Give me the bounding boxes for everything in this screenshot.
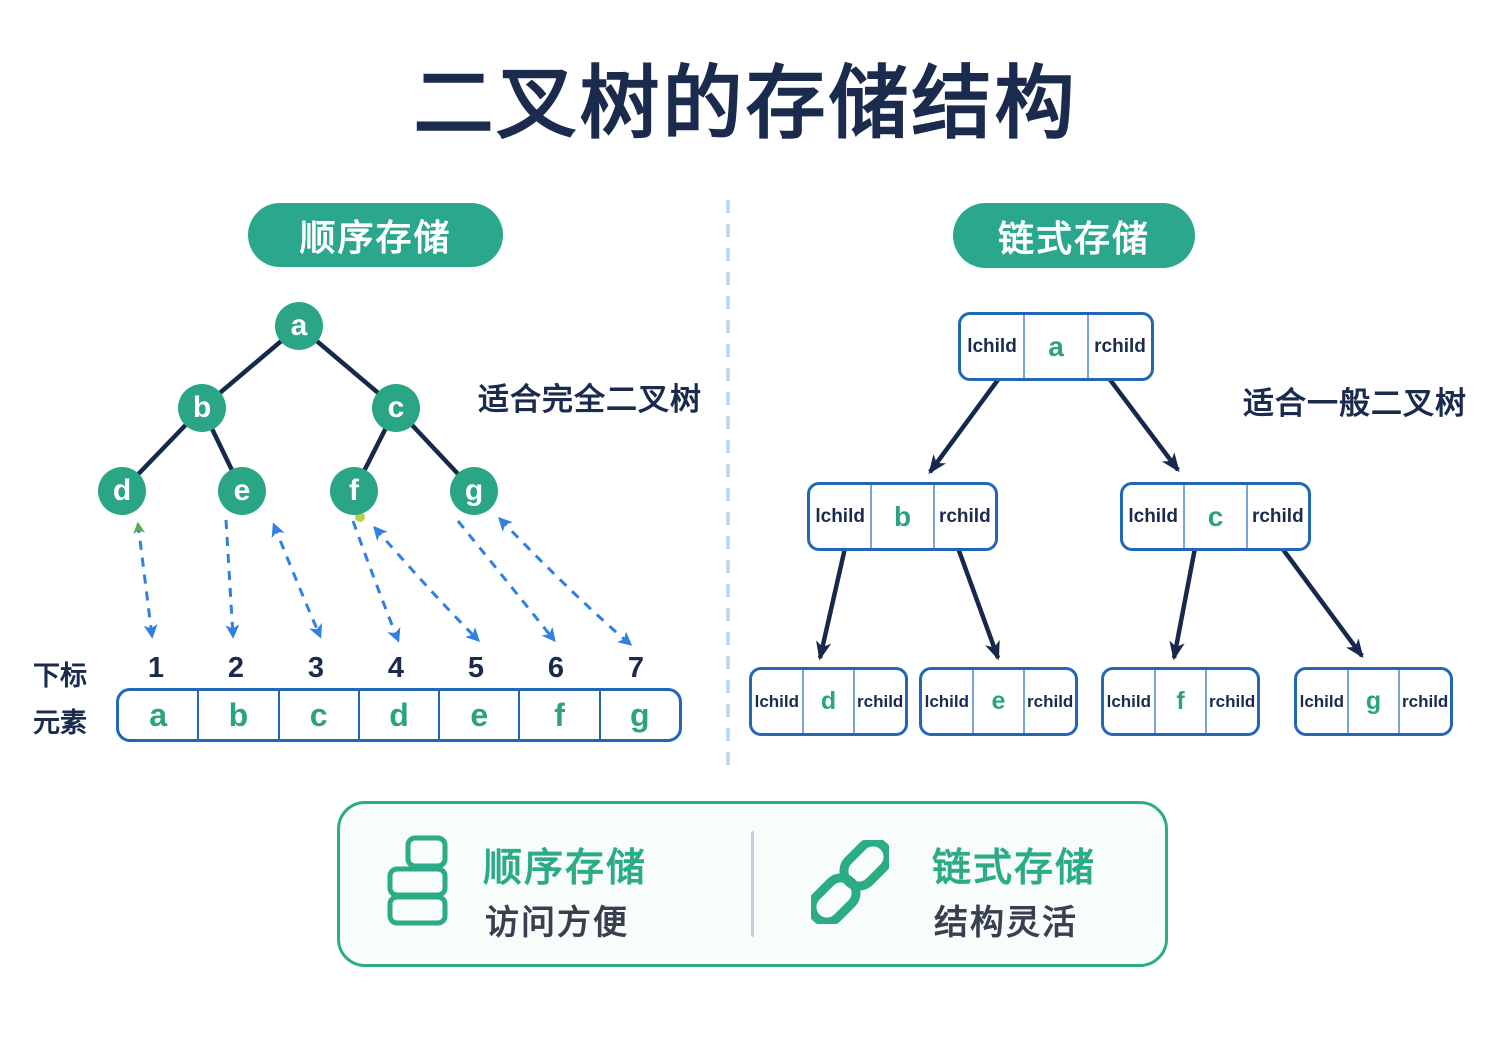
linked-storage-badge: 链式存储 (953, 203, 1195, 268)
rchild-label: rchild (938, 505, 991, 527)
pointer-arrows (816, 375, 1364, 661)
array-box: a b c d e f g (116, 688, 682, 742)
page-title: 二叉树的存储结构 (413, 59, 1078, 148)
lchild-label: lchild (924, 691, 970, 711)
linked-node-box-d: lchild d rchild (749, 667, 908, 736)
lchild-label: lchild (1106, 691, 1152, 711)
mapping-arrows (133, 516, 633, 646)
tree-node-b: b (178, 384, 226, 432)
node-letter: a (1023, 315, 1089, 378)
summary-heading-sequential: 顺序存储 (483, 847, 648, 890)
summary-card: 顺序存储 访问方便 链式存储 结构灵活 (337, 801, 1168, 967)
sequential-storage-badge: 顺序存储 (248, 203, 503, 267)
array-cell: e (440, 691, 521, 739)
array-index: 6 (547, 652, 565, 684)
rchild-label: rchild (1094, 335, 1146, 357)
array-index: 3 (307, 652, 325, 684)
array-cell: c (280, 691, 360, 739)
tree-node-c: c (372, 384, 420, 432)
node-letter: g (1346, 670, 1401, 733)
array-index: 2 (227, 652, 245, 684)
tree-node-f: f (330, 467, 378, 515)
array-index: 1 (147, 652, 165, 684)
array-index-row: 1 2 3 4 5 6 7 (116, 652, 676, 684)
lchild-label: lchild (1299, 691, 1345, 711)
node-letter: f (1153, 670, 1208, 733)
array-cell: g (630, 696, 650, 733)
array-element-label: 元素 (33, 708, 87, 738)
linked-node-box-g: lchild g rchild (1294, 667, 1453, 736)
tree-node-a: a (275, 302, 323, 350)
tree-node-g: g (450, 467, 498, 515)
lchild-label: lchild (815, 505, 865, 527)
array-index: 7 (627, 652, 645, 684)
node-letter: c (1183, 485, 1248, 548)
array-index-label: 下标 (33, 661, 87, 691)
linked-node-box-e: lchild e rchild (919, 667, 1078, 736)
rchild-label: rchild (1402, 691, 1449, 711)
summary-heading-linked: 链式存储 (932, 847, 1097, 890)
rchild-label: rchild (1251, 505, 1304, 527)
lchild-label: lchild (967, 335, 1017, 357)
summary-divider (751, 831, 754, 937)
summary-subtext-sequential: 访问方便 (485, 904, 629, 942)
node-letter: b (870, 485, 935, 548)
linked-node-box-f: lchild f rchild (1101, 667, 1260, 736)
tree-node-e: e (218, 467, 266, 515)
linked-caption: 适合一般二叉树 (1243, 386, 1467, 421)
array-cell: d (360, 691, 441, 739)
tree-edges (120, 324, 476, 493)
rchild-label: rchild (857, 691, 904, 711)
array-cell: b (199, 691, 280, 739)
linked-node-box-a: lchild a rchild (958, 312, 1154, 381)
lchild-label: lchild (1128, 505, 1178, 527)
array-cell: f (520, 691, 601, 739)
linked-node-box-c: lchild c rchild (1120, 482, 1311, 551)
rchild-label: rchild (1209, 691, 1256, 711)
stack-icon (387, 835, 448, 926)
tree-node-d: d (98, 467, 146, 515)
node-letter: d (801, 670, 856, 733)
node-letter: e (971, 670, 1026, 733)
summary-subtext-linked: 结构灵活 (934, 904, 1078, 942)
sequential-caption: 适合完全二叉树 (478, 382, 702, 417)
chain-link-icon (811, 840, 889, 924)
lchild-label: lchild (754, 691, 800, 711)
array-index: 5 (467, 652, 485, 684)
array-index: 4 (387, 652, 405, 684)
linked-node-box-b: lchild b rchild (807, 482, 998, 551)
array-cell: a (119, 691, 200, 739)
rchild-label: rchild (1027, 691, 1074, 711)
